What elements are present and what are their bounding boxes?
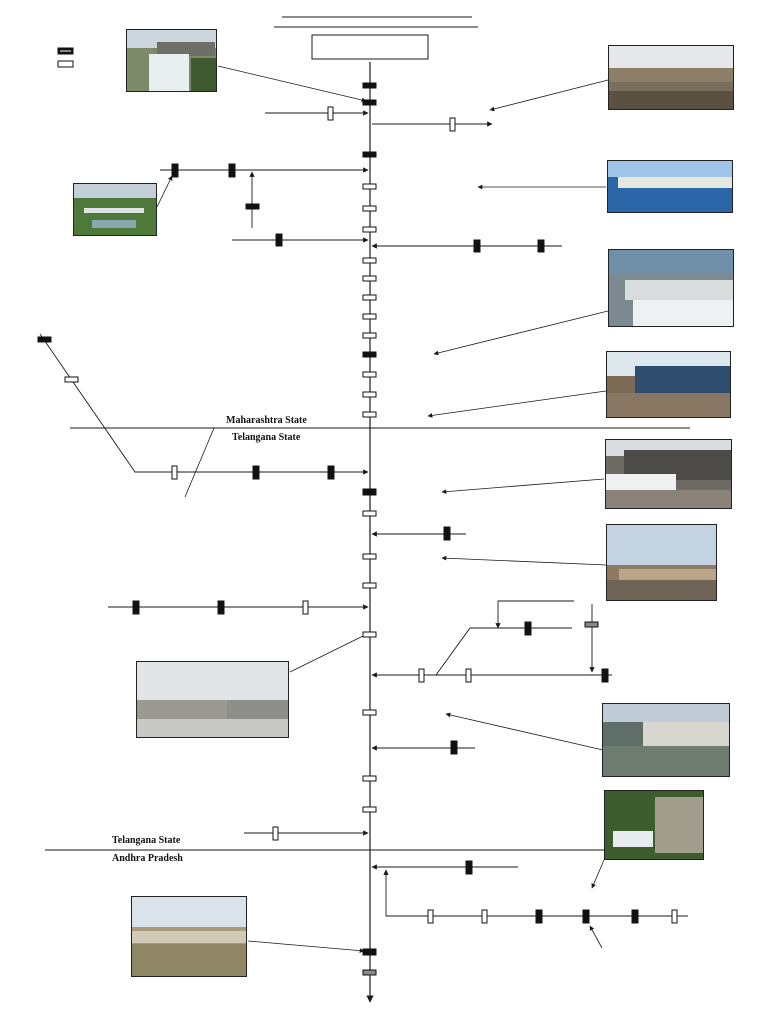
barrage-hollow [362, 183, 377, 190]
barrage-filled [524, 621, 532, 636]
barrage-hollow [362, 411, 377, 418]
dam-photo-6 [606, 351, 731, 418]
title-block [274, 16, 478, 60]
barrage-hollow [481, 909, 488, 924]
barrage-hollow [272, 826, 279, 841]
barrage-hollow [465, 668, 472, 683]
barrage-hollow [362, 371, 377, 378]
dam-photo-4 [607, 160, 733, 213]
barrage-hollow [64, 376, 79, 383]
dam-photo-11 [604, 790, 704, 860]
state-label-maharashtra: Maharashtra State [226, 415, 307, 426]
state-boundary-2: Telangana State Andhra Pradesh [45, 835, 610, 864]
barrage-hollow [362, 313, 377, 320]
legend [57, 47, 74, 68]
barrage-hollow [171, 465, 178, 480]
barrage-hollow [362, 294, 377, 301]
barrage-hollow [362, 257, 377, 264]
barrage-filled [450, 740, 458, 755]
barrage-hollow [671, 909, 678, 924]
barrage-hollow [362, 332, 377, 339]
state-label-andhra-pradesh: Andhra Pradesh [112, 853, 183, 864]
barrage-hollow [327, 106, 334, 121]
barrage-filled [535, 909, 543, 924]
dam-photo-9 [136, 661, 289, 738]
barrage-hollow [362, 510, 377, 517]
tributary-9-branch-a [495, 600, 574, 629]
tributary-9 [435, 627, 471, 676]
barrage-hollow [362, 226, 377, 233]
barrage-filled [362, 99, 377, 106]
title-box [311, 34, 429, 60]
leader-lines [156, 65, 609, 954]
dam-photo-2 [608, 45, 734, 110]
barrage-filled [245, 203, 260, 210]
dam-photo-3 [73, 183, 157, 236]
barrage-filled [362, 151, 377, 158]
barrage-hollow [418, 668, 425, 683]
barrage-hollow [362, 709, 377, 716]
barrage-hollow [362, 775, 377, 782]
state-boundary-1: Maharashtra State Telangana State [70, 415, 690, 443]
legend-hollow-symbol [57, 60, 74, 68]
main-river-barrages [362, 82, 377, 976]
dam-photo-10 [602, 703, 730, 777]
barrage-filled [473, 239, 481, 253]
barrage-filled [275, 233, 283, 247]
barrage-filled [631, 909, 639, 924]
barrage-hollow [362, 205, 377, 212]
barrage-filled [327, 465, 335, 480]
barrage-filled [228, 163, 236, 178]
barrage-filled [171, 163, 179, 178]
state-label-telangana-1: Telangana State [232, 432, 301, 443]
dam-photo-5 [608, 249, 734, 327]
barrage-hollow [362, 275, 377, 282]
dam-photo-8 [606, 524, 717, 601]
barrage-hollow [302, 600, 309, 615]
barrage-filled [537, 239, 545, 253]
barrage-hollow [362, 806, 377, 813]
barrage-hollow [427, 909, 434, 924]
tributary-barrages [37, 106, 678, 924]
barrage-filled [465, 860, 473, 875]
barrage-hollow [362, 391, 377, 398]
barrage-filled [362, 82, 377, 89]
barrage-grey [362, 969, 377, 976]
boundary-tick [184, 427, 215, 498]
dam-photo-7 [605, 439, 732, 509]
barrage-hollow [449, 117, 456, 132]
barrage-hollow [362, 582, 377, 589]
barrage-filled [582, 909, 590, 924]
tributary-13 [383, 869, 688, 917]
barrage-filled [217, 600, 225, 615]
barrage-filled [37, 336, 52, 343]
dam-photo-1 [126, 29, 217, 92]
dam-photo-12 [131, 896, 247, 977]
barrage-filled [132, 600, 140, 615]
barrage-filled [443, 526, 451, 541]
barrage-filled [362, 351, 377, 358]
barrage-grey [584, 621, 599, 628]
barrage-filled [362, 948, 377, 956]
barrage-filled [252, 465, 260, 480]
barrage-hollow [362, 553, 377, 560]
barrage-hollow [362, 631, 377, 638]
barrage-filled [601, 668, 609, 683]
barrage-filled [362, 488, 377, 496]
state-label-telangana-2: Telangana State [112, 835, 181, 846]
